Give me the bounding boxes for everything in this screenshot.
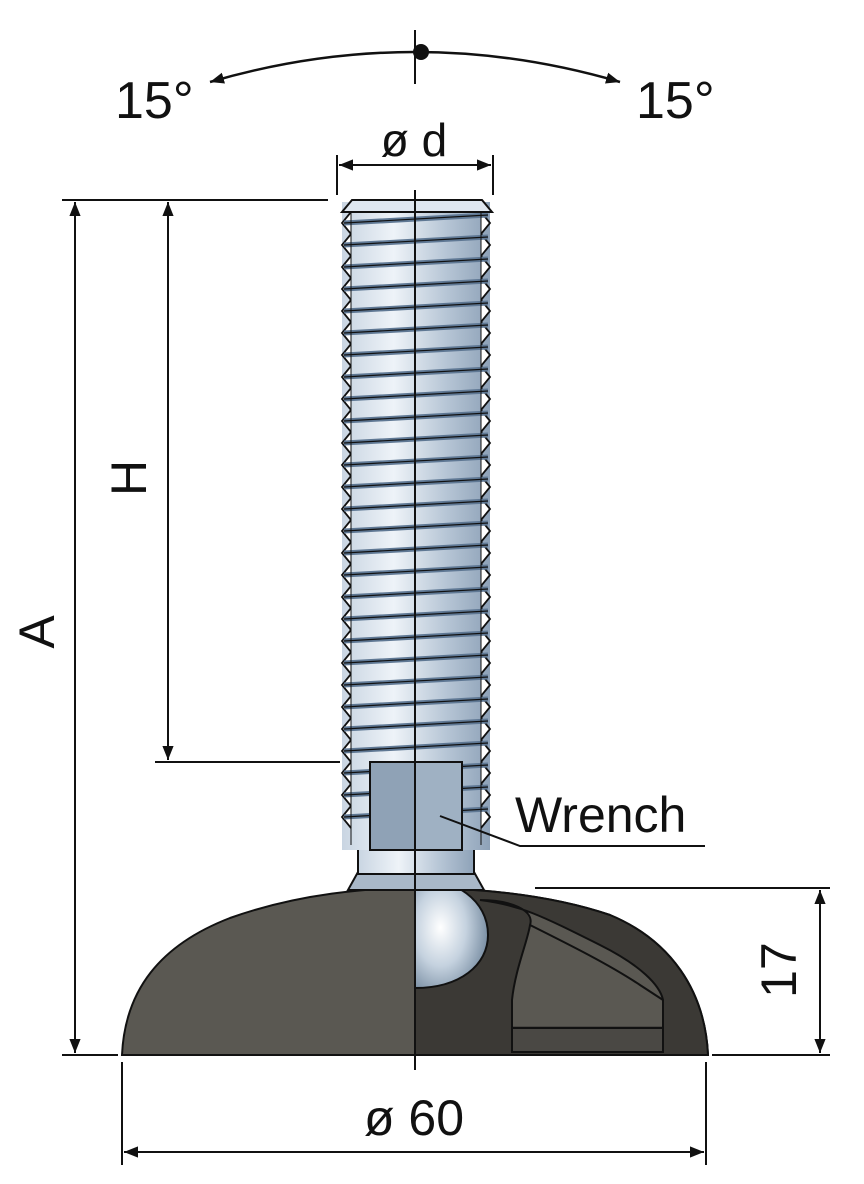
- base-height-label: 17: [751, 942, 807, 998]
- ball-joint: [388, 876, 490, 990]
- base-insert-pad: [511, 1027, 664, 1053]
- overall-height-label: A: [9, 615, 65, 649]
- threaded-stud: [339, 199, 495, 850]
- ball-left-shade: [388, 878, 415, 988]
- stud-top-chamfer: [339, 199, 495, 213]
- angle-right-label: 15°: [636, 72, 715, 130]
- thread-diameter-label: ø d: [381, 114, 447, 166]
- thread-length-label: H: [101, 460, 157, 496]
- tilt-arc: [209, 50, 621, 84]
- wrench-leader: [439, 815, 705, 847]
- angle-left-label: 15°: [115, 72, 194, 130]
- wrench-label: Wrench: [515, 787, 686, 843]
- base-diameter-label: ø 60: [364, 1090, 464, 1146]
- base-rib: [529, 924, 664, 1001]
- wrench-flat-shade: [416, 763, 461, 849]
